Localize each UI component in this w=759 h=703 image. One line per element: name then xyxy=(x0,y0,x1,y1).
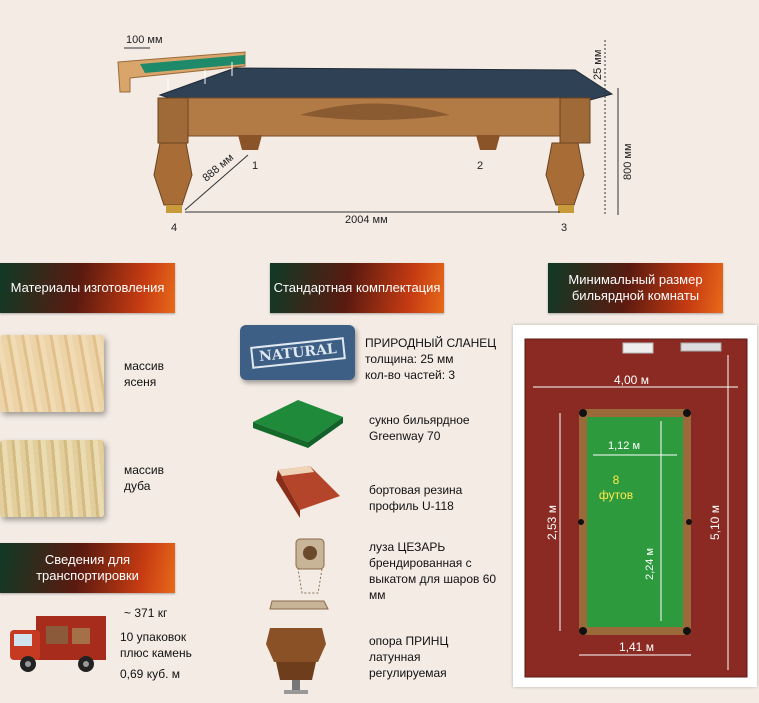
truck-icon xyxy=(10,616,106,672)
leg-number-3: 3 xyxy=(561,222,568,234)
table-size-number: 8 xyxy=(612,473,620,487)
length-label: 2004 мм xyxy=(345,214,388,226)
materials-header: Материалы изготовления xyxy=(0,263,175,313)
cloth-icon xyxy=(253,400,343,448)
transport-weight: ~ 371 кг xyxy=(124,606,168,620)
cushion-rubber-icon xyxy=(276,466,340,518)
ash-wood-sample xyxy=(0,335,104,412)
leg-number-4: 4 xyxy=(171,222,178,234)
room-plan-drawing xyxy=(524,338,748,678)
rubber-label: бортовая резина профиль U-118 xyxy=(369,483,463,513)
table-width-label: 1,12 м xyxy=(608,440,641,452)
natural-slate-badge: NATURAL xyxy=(240,325,355,380)
leg-number-1: 1 xyxy=(252,160,259,172)
table-size-unit: футов xyxy=(598,488,634,502)
cloth-label: сукно бильярдное Greenway 70 xyxy=(369,413,470,443)
slate-parts: кол-во частей: 3 xyxy=(365,368,456,382)
table-size-label: 8 футов xyxy=(596,473,636,503)
transport-volume: 0,69 куб. м xyxy=(120,667,180,681)
slate-thickness-label: 25 мм xyxy=(592,49,604,80)
slate-thickness: толщина: 25 мм xyxy=(365,352,454,366)
pocket-icon xyxy=(269,538,329,610)
natural-badge-text: NATURAL xyxy=(249,336,346,369)
pocket-label: луза ЦЕЗАРЬ брендированная с выкатом для… xyxy=(369,540,497,602)
leg-number-2: 2 xyxy=(477,160,484,172)
transport-header: Сведения для транспортировки xyxy=(0,543,175,593)
play-length-label: 2,53 м xyxy=(545,505,559,540)
standard-header: Стандартная комплектация xyxy=(270,263,444,313)
oak-wood-sample xyxy=(0,440,104,517)
ash-label: массив ясеня xyxy=(124,359,165,389)
slate-label: ПРИРОДНЫЙ СЛАНЕЦ толщина: 25 мм кол-во ч… xyxy=(365,335,510,383)
room-length-label: 5,10 м xyxy=(708,505,722,540)
room-header: Минимальный размер бильярдной комнаты xyxy=(548,263,723,313)
play-width-label: 1,41 м xyxy=(619,640,654,654)
rail-width-label: 100 мм xyxy=(126,34,163,46)
table-length-label: 2,24 м xyxy=(644,547,656,580)
transport-packages: 10 упаковок плюс камень xyxy=(120,630,192,660)
slate-title: ПРИРОДНЫЙ СЛАНЕЦ xyxy=(365,336,497,350)
oak-label: массив дуба xyxy=(124,463,165,493)
billiard-table-drawing xyxy=(117,40,619,215)
room-width-label: 4,00 м xyxy=(614,373,649,387)
height-label: 800 мм xyxy=(622,143,634,180)
leg-label: опора ПРИНЦ латунная регулируемая xyxy=(369,634,449,680)
leg-support-icon xyxy=(266,628,326,694)
